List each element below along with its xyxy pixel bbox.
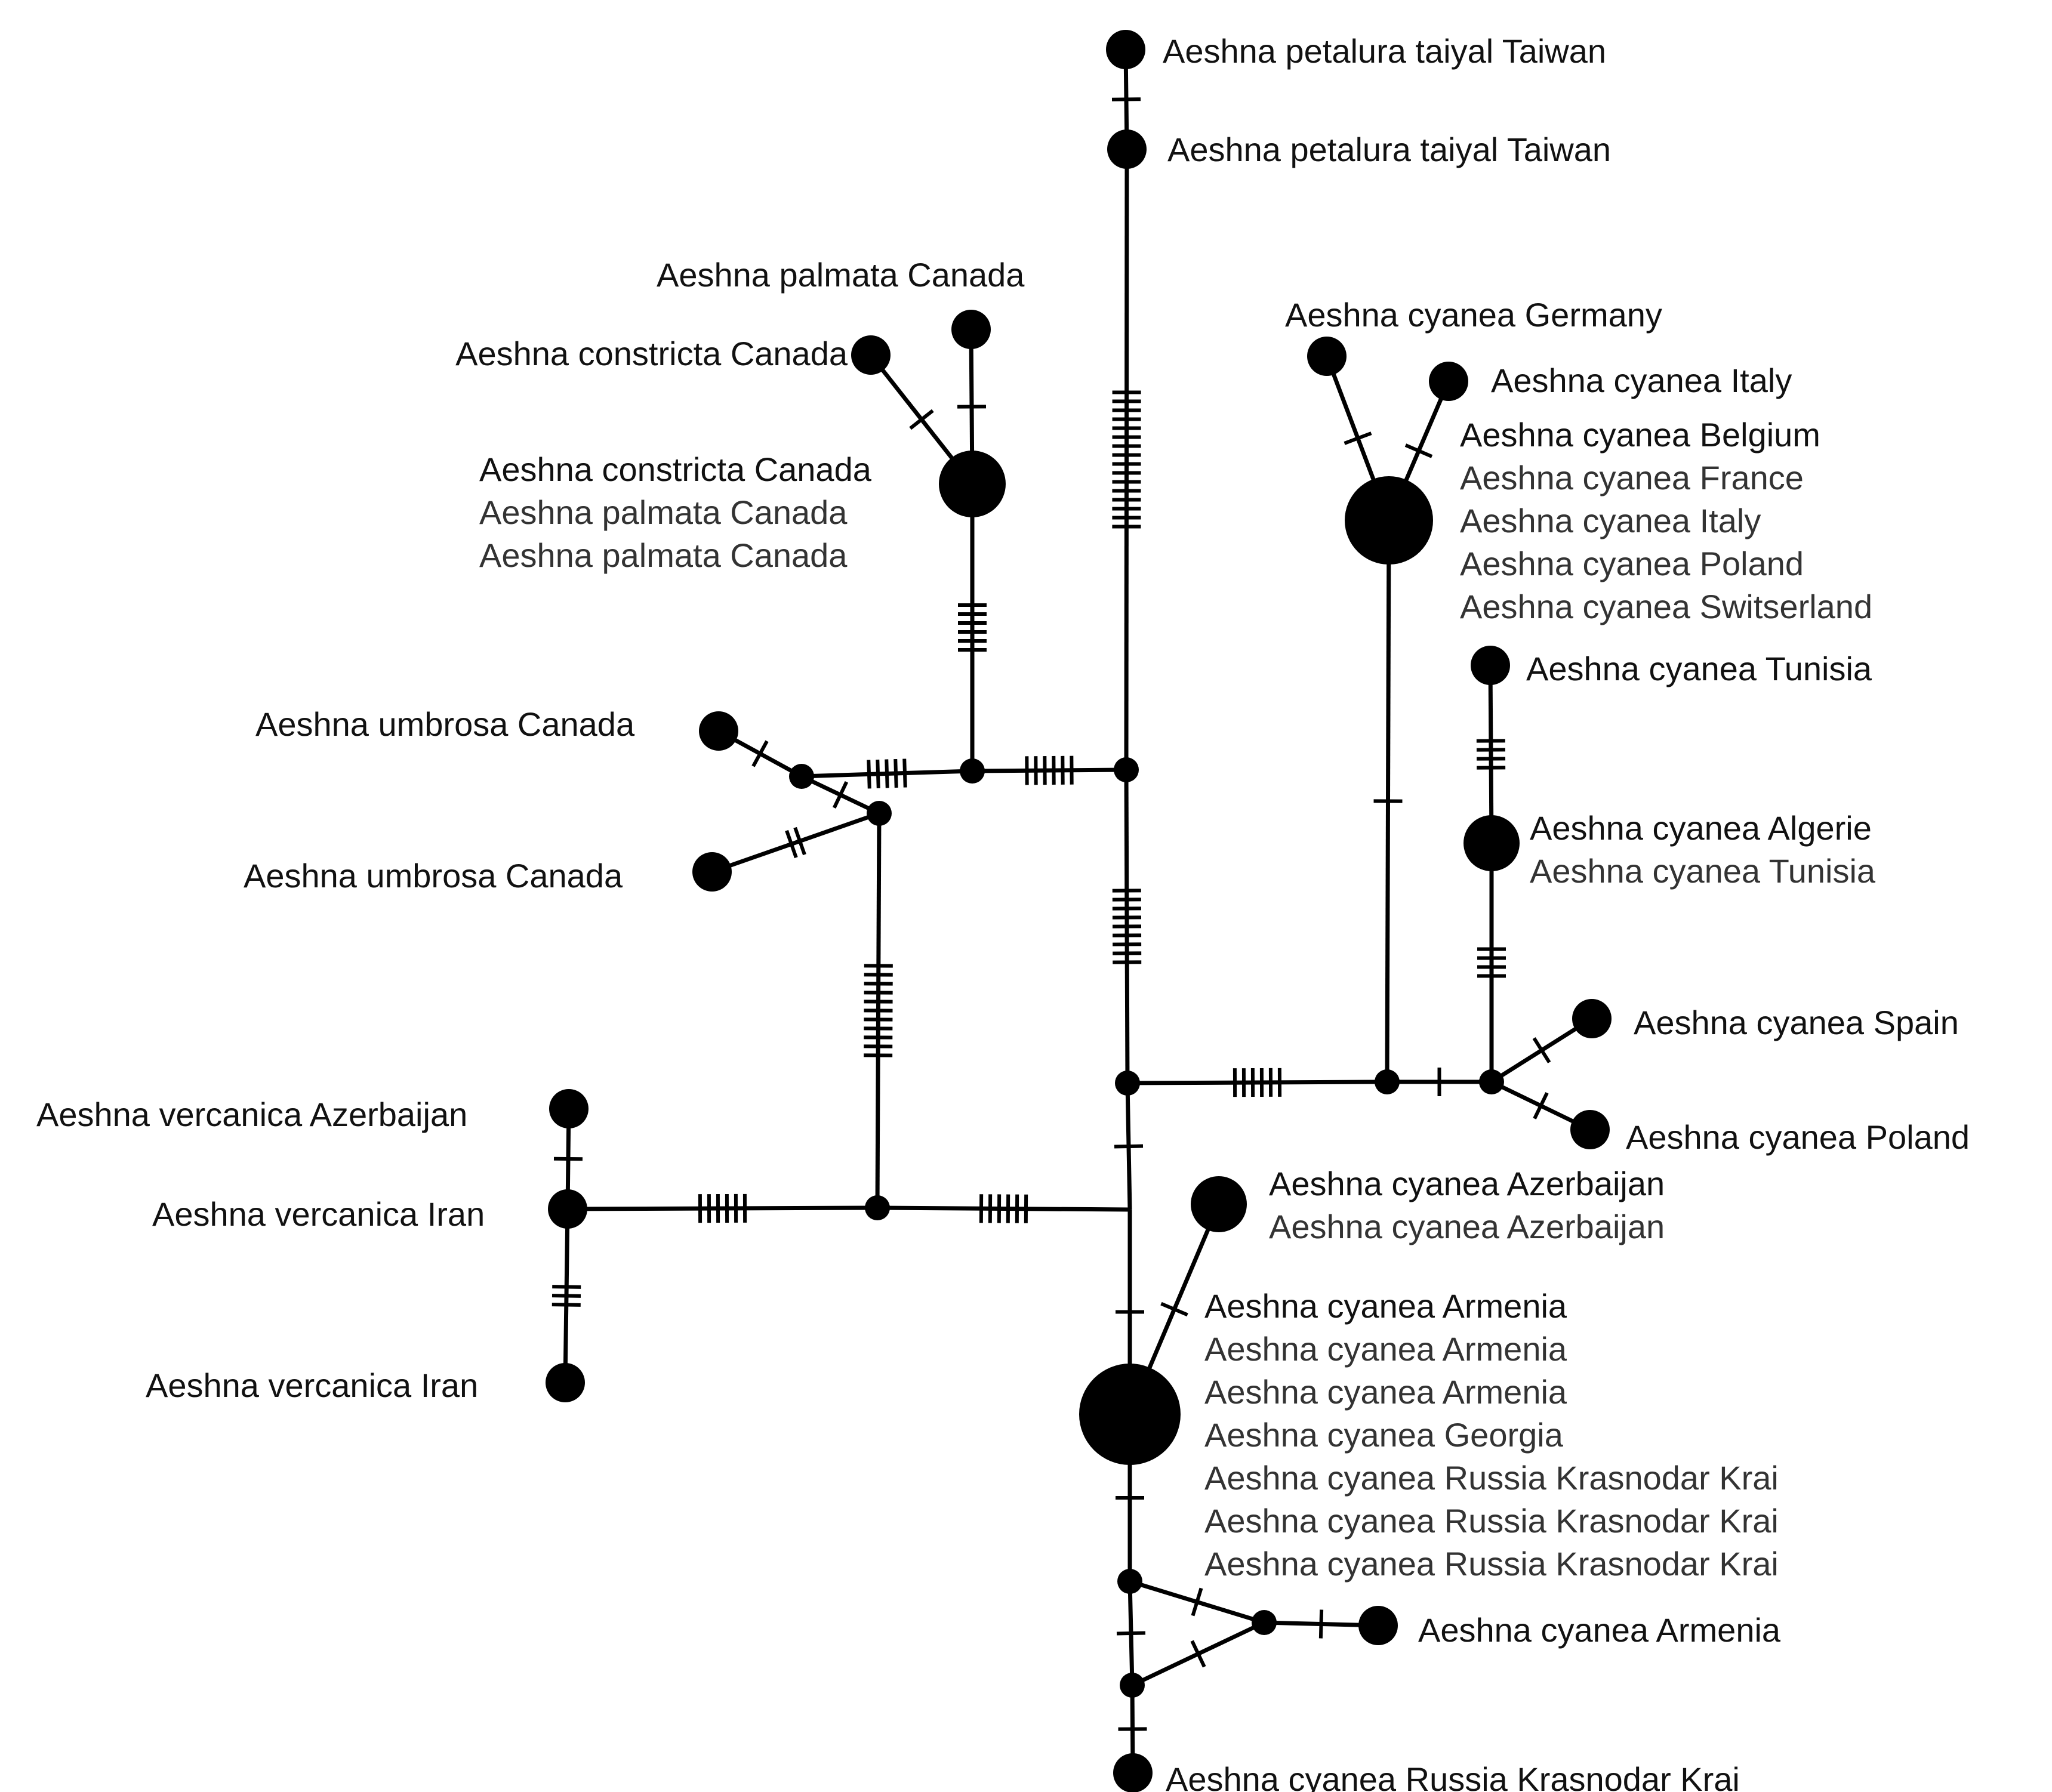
mutation-ticks-layer bbox=[551, 97, 1551, 1731]
haplotype-node-caucHub bbox=[1079, 1364, 1181, 1465]
haplotype-label: Aeshna cyanea Azerbaijan bbox=[1269, 1165, 1665, 1202]
mutation-tick bbox=[1114, 1144, 1144, 1149]
mutation-tick bbox=[909, 409, 934, 430]
nodes-layer bbox=[546, 30, 1612, 1792]
haplotype-label: Aeshna cyanea Armenia bbox=[1204, 1373, 1567, 1411]
mutation-tick bbox=[751, 740, 769, 767]
haplotype-node-germany bbox=[1307, 337, 1347, 376]
haplotype-label: Aeshna cyanea Poland bbox=[1460, 545, 1804, 582]
haplotype-label: Aeshna cyanea Russia Krasnodar Krai bbox=[1204, 1502, 1779, 1540]
haplotype-node-polandR bbox=[1570, 1110, 1610, 1149]
haplotype-label: Aeshna palmata Canada bbox=[479, 536, 848, 574]
haplotype-label: Aeshna vercanica Azerbaijan bbox=[36, 1096, 467, 1133]
haplotype-label: Aeshna palmata Canada bbox=[479, 494, 848, 531]
haplotype-label: Aeshna cyanea Armenia bbox=[1204, 1287, 1567, 1325]
haplotype-node-umbrosa2 bbox=[692, 852, 732, 892]
haplotype-node-tunisia bbox=[1471, 646, 1510, 685]
haplotype-label: Aeshna cyanea Tunisia bbox=[1526, 650, 1872, 687]
haplotype-node-m_cent bbox=[865, 1195, 890, 1220]
haplotype-label: Aeshna cyanea Belgium bbox=[1460, 416, 1820, 454]
haplotype-label: Aeshna cyanea France bbox=[1460, 459, 1804, 496]
haplotype-node-palmata bbox=[951, 310, 991, 349]
mutation-tick bbox=[1191, 1587, 1203, 1617]
haplotype-label: Aeshna cyanea Germany bbox=[1285, 296, 1662, 334]
haplotype-node-azerVerc bbox=[549, 1089, 589, 1128]
haplotype-label: Aeshna cyanea Switserland bbox=[1460, 588, 1872, 625]
haplotype-label: Aeshna cyanea Georgia bbox=[1204, 1416, 1564, 1454]
haplotype-node-m_pal bbox=[960, 758, 985, 784]
haplotype-node-m_b1 bbox=[1117, 1569, 1142, 1594]
edge-umbrosa2-m_umb2 bbox=[711, 811, 880, 874]
edge-tw2-m_top bbox=[1124, 149, 1129, 770]
haplotype-node-constricta bbox=[851, 335, 891, 375]
haplotype-node-spain bbox=[1572, 999, 1612, 1038]
mutation-tick bbox=[1190, 1640, 1206, 1668]
mutation-tick bbox=[1111, 97, 1141, 101]
mutation-tick bbox=[902, 758, 907, 788]
haplotype-label: Aeshna vercanica Iran bbox=[146, 1367, 478, 1404]
haplotype-node-tw1 bbox=[1106, 30, 1145, 69]
haplotype-label: Aeshna vercanica Iran bbox=[152, 1195, 485, 1233]
mutation-tick bbox=[1160, 1301, 1188, 1317]
edge-tunisia-algerie bbox=[1488, 665, 1494, 844]
haplotype-node-tw2 bbox=[1107, 129, 1147, 169]
haplotype-label: Aeshna cyanea Armenia bbox=[1418, 1611, 1781, 1649]
edge-m_cent-m_east bbox=[877, 1205, 1130, 1212]
haplotype-label: Aeshna cyanea Italy bbox=[1491, 362, 1792, 399]
mutation-tick bbox=[893, 758, 898, 788]
mutation-tick bbox=[832, 781, 849, 809]
haplotype-node-m_mid bbox=[1115, 1071, 1140, 1096]
mutation-tick bbox=[1404, 443, 1433, 458]
haplotype-label: Aeshna cyanea Armenia bbox=[1204, 1330, 1567, 1368]
haplotype-label: Aeshna petalura taiyal Taiwan bbox=[1167, 131, 1611, 168]
haplotype-label: Aeshna cyanea Russia Krasnodar Krai bbox=[1166, 1760, 1740, 1792]
haplotype-node-m_umb bbox=[789, 764, 814, 789]
haplotype-node-iranLow bbox=[546, 1363, 585, 1402]
haplotype-node-europeHub bbox=[1345, 476, 1433, 565]
edge-m_pal-m_top bbox=[972, 767, 1127, 773]
haplotype-label: Aeshna cyanea Azerbaijan bbox=[1269, 1208, 1665, 1245]
haplotype-node-m_umb2 bbox=[867, 801, 892, 826]
haplotype-label: Aeshna cyanea Algerie bbox=[1530, 809, 1872, 847]
mutation-tick bbox=[551, 1303, 581, 1307]
edge-m_mid-m_eu bbox=[1127, 1079, 1388, 1085]
mutation-tick bbox=[1344, 431, 1372, 445]
haplotype-label: Aeshna cyanea Spain bbox=[1634, 1004, 1959, 1041]
haplotype-label: Aeshna cyanea Russia Krasnodar Krai bbox=[1204, 1459, 1779, 1497]
haplotype-node-umbrosa1 bbox=[699, 711, 738, 751]
haplotype-label: Aeshna cyanea Poland bbox=[1626, 1118, 1970, 1156]
haplotype-node-m_af bbox=[1479, 1069, 1504, 1094]
haplotype-label: Aeshna cyanea Italy bbox=[1460, 502, 1761, 539]
haplotype-node-azerCyan bbox=[1191, 1176, 1247, 1232]
haplotype-node-armenia2 bbox=[1358, 1606, 1398, 1645]
haplotype-label: Aeshna constricta Canada bbox=[479, 451, 872, 488]
haplotype-label: Aeshna umbrosa Canada bbox=[244, 857, 623, 895]
mutation-tick bbox=[1532, 1037, 1551, 1063]
haplotype-node-m_tri bbox=[1252, 1610, 1277, 1635]
haplotype-label: Aeshna constricta Canada bbox=[455, 335, 848, 372]
haplotype-label: Aeshna cyanea Tunisia bbox=[1530, 852, 1876, 890]
mutation-tick bbox=[885, 759, 889, 788]
haplotype-node-algerie bbox=[1463, 815, 1520, 871]
mutation-tick bbox=[867, 760, 871, 789]
haplotype-node-m_eu bbox=[1375, 1069, 1400, 1094]
haplotype-node-canadaHub bbox=[939, 451, 1006, 517]
haplotype-node-m_b2 bbox=[1120, 1673, 1145, 1698]
haplotype-node-m_top bbox=[1114, 757, 1139, 782]
haplotype-node-krasnodar bbox=[1113, 1753, 1153, 1792]
haplotype-node-m_west bbox=[555, 1196, 580, 1222]
mutation-tick bbox=[1533, 1092, 1549, 1119]
edge-iranHub-m_cent bbox=[567, 1205, 878, 1211]
mutation-tick bbox=[785, 829, 798, 859]
haplotype-label: Aeshna umbrosa Canada bbox=[255, 705, 635, 743]
mutation-tick bbox=[793, 826, 806, 856]
haplotype-node-italy bbox=[1429, 362, 1468, 401]
mutation-tick bbox=[876, 759, 880, 789]
haplotype-label: Aeshna petalura taiyal Taiwan bbox=[1163, 32, 1606, 70]
haplotype-label: Aeshna palmata Canada bbox=[657, 256, 1025, 294]
haplotype-label: Aeshna cyanea Russia Krasnodar Krai bbox=[1204, 1545, 1779, 1583]
